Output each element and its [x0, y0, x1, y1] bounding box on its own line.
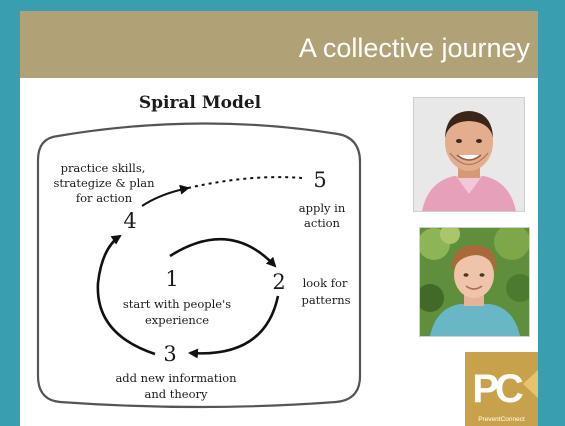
logo-caption: PreventConnect — [478, 416, 525, 423]
arrow-3-to-4 — [96, 234, 156, 356]
diagram-frame — [36, 122, 362, 409]
step-5-label-line1: apply in — [299, 201, 346, 215]
presenter-photo-2 — [419, 227, 530, 337]
step-4-label-line1: practice skills, — [61, 161, 146, 175]
step-1-label-line2: experience — [145, 313, 209, 327]
step-2-label-line1: look for — [303, 276, 348, 290]
logo-letters: PC — [472, 367, 523, 411]
title-bar: A collective journey — [20, 11, 538, 78]
step-3-label-line2: and theory — [144, 387, 208, 401]
slide-title: A collective journey — [298, 33, 530, 63]
step-5-label-line2: action — [304, 216, 341, 230]
step-2-number: 2 — [272, 270, 285, 294]
arrow-2-to-3 — [188, 295, 280, 359]
step-4-label-line3: for action — [76, 191, 133, 205]
arrow-4-to-5-solid — [141, 184, 190, 207]
step-5-number: 5 — [313, 168, 326, 192]
step-4-number: 4 — [123, 209, 136, 233]
step-1-label-line1: start with people's — [123, 297, 231, 311]
spiral-model-diagram: Spiral Model practice skills, strategize… — [36, 93, 362, 409]
step-1-number: 1 — [165, 267, 178, 291]
arrow-1-to-2 — [169, 237, 277, 268]
step-3-number: 3 — [163, 342, 176, 366]
presenter-photo-1 — [413, 97, 525, 212]
diagram-title: Spiral Model — [139, 93, 262, 113]
step-2-label-line2: patterns — [301, 293, 350, 307]
preventconnect-logo: PC PreventConnect — [465, 352, 538, 426]
step-4-label-line2: strategize & plan — [53, 176, 155, 190]
arrow-4-to-5 — [187, 176, 303, 189]
slide: A collective journey Spiral Model practi… — [20, 11, 538, 426]
step-3-label-line1: add new information — [115, 371, 237, 385]
